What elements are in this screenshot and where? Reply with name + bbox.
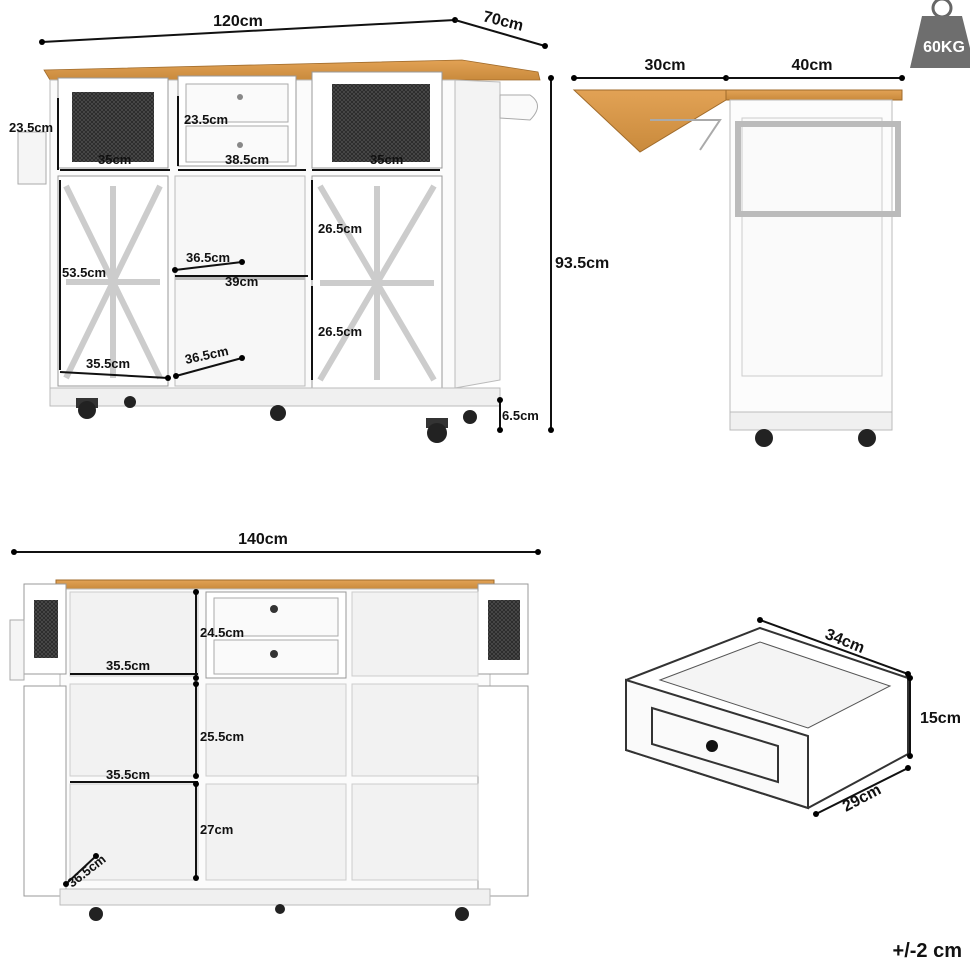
caster-wheel-icon: [455, 907, 469, 921]
open-shelves: [174, 175, 306, 387]
side-view: 30cm 40cm: [571, 57, 905, 447]
open-lower-right-door: [477, 685, 529, 897]
dimension-line: [454, 19, 546, 47]
side-base: [729, 411, 893, 431]
base-plinth: [49, 387, 501, 407]
dimension-line: [41, 19, 456, 43]
caster-wheel-icon: [124, 396, 136, 408]
open-width-label: 140cm: [238, 531, 288, 548]
mesh-panel: [34, 600, 58, 658]
mesh-panel: [332, 84, 430, 162]
caster-wheel-icon: [76, 398, 98, 419]
drawer-top: [185, 83, 289, 123]
middle-height-label: 25.5cm: [200, 729, 244, 744]
compartment: [69, 783, 199, 881]
spice-rack: [9, 619, 25, 681]
mesh-panel: [72, 92, 154, 162]
compartment: [69, 683, 199, 777]
drawer-top: [213, 597, 339, 637]
weight-badge: 60KG: [910, 0, 970, 68]
drawer-interior: [658, 641, 892, 729]
open-base: [59, 888, 491, 906]
depth-label: 70cm: [481, 8, 525, 34]
caster-wheel-icon: [275, 904, 285, 914]
shelf-width-label: 39cm: [225, 274, 258, 289]
open-drawer-height-label: 24.5cm: [200, 625, 244, 640]
dimension-line: [815, 767, 909, 815]
drawer-height-label: 23.5cm: [184, 112, 228, 127]
wheel-height-label: 6.5cm: [502, 408, 539, 423]
towel-rack: [735, 121, 901, 217]
drawer-knob-icon: [270, 605, 278, 613]
width-label: 120cm: [213, 13, 263, 30]
caster-wheel-icon: [463, 410, 477, 424]
side-panel-inset: [741, 117, 883, 377]
front-view: 120cm 70cm 93.5cm 6.5cm 23.5cm 23.5cm 35…: [9, 8, 609, 443]
compartment: [351, 783, 479, 881]
side-countertop: [725, 89, 903, 101]
spice-rack: [17, 131, 47, 185]
open-view: 140cm 24.5cm 35.5cm: [9, 531, 541, 921]
upper-right-width-label: 35cm: [370, 152, 403, 167]
shelf-depth-upper-label: 36.5cm: [186, 250, 230, 265]
caster-wheel-icon: [89, 907, 103, 921]
drawer-height-label: 15cm: [920, 710, 961, 727]
compartment: [351, 591, 479, 677]
height-label: 93.5cm: [555, 255, 609, 272]
caster-wheel-icon: [270, 405, 286, 421]
side-panel: [454, 79, 501, 389]
drawer-view: 34cm 15cm 29cm: [625, 617, 961, 817]
left-door-height-label: 53.5cm: [62, 265, 106, 280]
right-door-upper-label: 26.5cm: [318, 221, 362, 236]
leaf-bracket: [650, 119, 722, 151]
compartment: [351, 683, 479, 777]
drawer-bottom: [185, 125, 289, 163]
dimension-line: [759, 619, 909, 675]
drawer-knob-icon: [270, 650, 278, 658]
drawer-knob-icon: [237, 142, 243, 148]
middle-shelf-width-label: 35.5cm: [106, 767, 150, 782]
caster-wheel-icon: [755, 429, 773, 447]
right-door-lower-label: 26.5cm: [318, 324, 362, 339]
tolerance-note: +/-2 cm: [892, 940, 962, 962]
upper-left-width-label: 35cm: [98, 152, 131, 167]
left-door-width-label: 35.5cm: [86, 356, 130, 371]
drawer-width-label: 38.5cm: [225, 152, 269, 167]
barn-door-x: [63, 184, 163, 380]
mesh-panel: [488, 600, 520, 660]
towel-bar: [499, 94, 538, 121]
compartment: [205, 683, 347, 777]
body-depth-label: 40cm: [792, 57, 833, 74]
weight-label: 60KG: [923, 39, 965, 56]
open-lower-left-door: [23, 685, 67, 897]
caster-wheel-icon: [858, 429, 876, 447]
compartment: [69, 591, 199, 677]
drop-leaf-label: 30cm: [645, 57, 686, 74]
drawer-front-panel: [651, 706, 779, 784]
side-panel-label: 23.5cm: [9, 120, 53, 135]
drawer-knob-icon: [706, 740, 718, 752]
lower-height-label: 27cm: [200, 822, 233, 837]
caster-wheel-icon: [426, 418, 448, 443]
open-countertop: [55, 579, 495, 590]
barn-door-x: [317, 184, 437, 382]
compartment: [205, 783, 347, 881]
drawer-knob-icon: [237, 94, 243, 100]
upper-shelf-width-label: 35.5cm: [106, 658, 150, 673]
